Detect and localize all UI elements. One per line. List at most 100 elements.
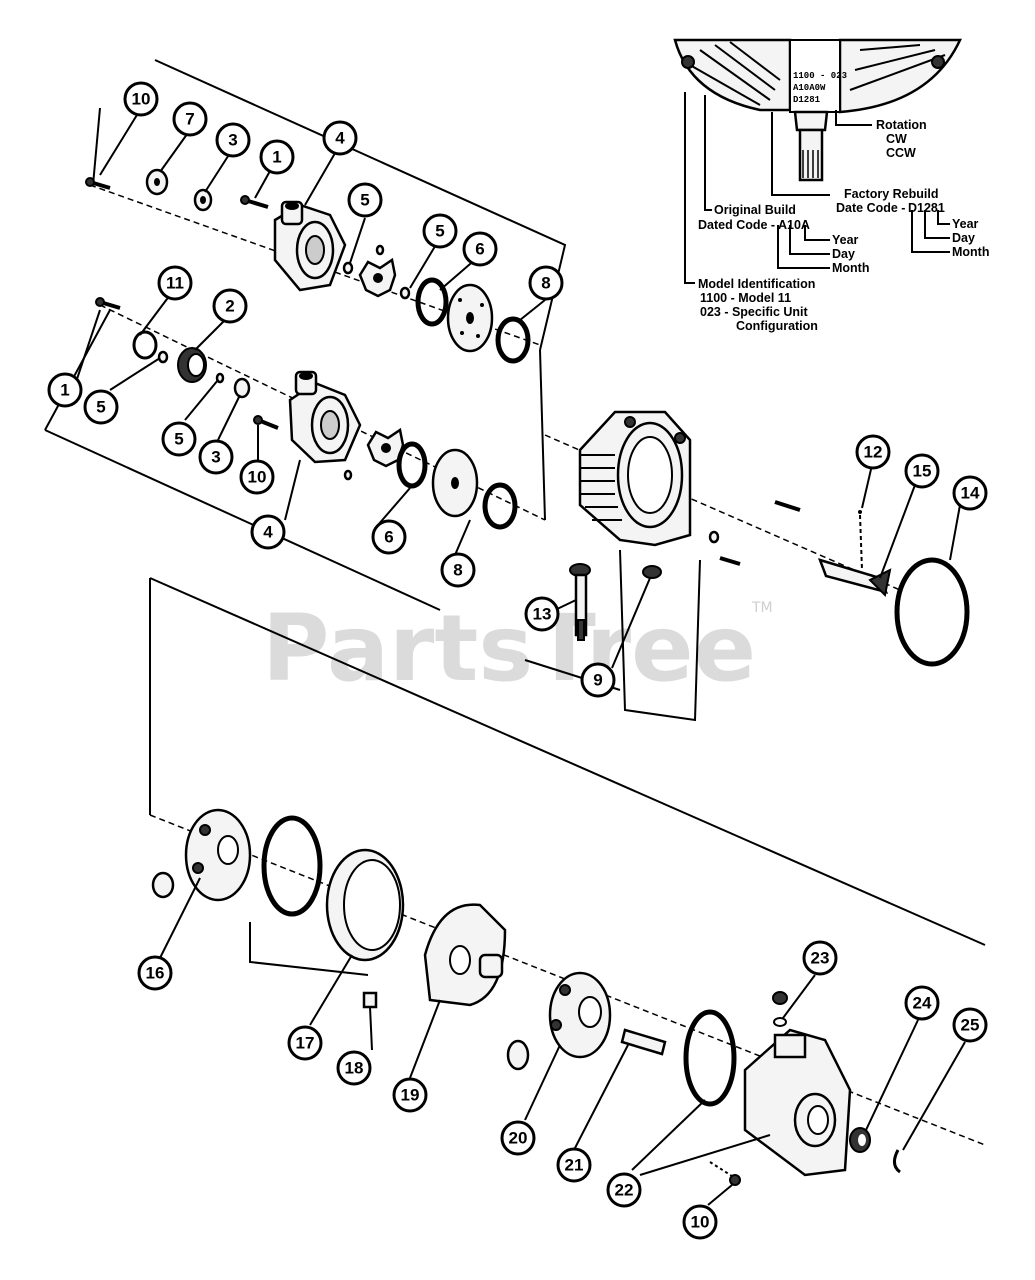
svg-text:1: 1: [60, 381, 69, 400]
model-id-line-3: Configuration: [736, 319, 818, 333]
callout-6-middle[interactable]: 6: [371, 519, 407, 555]
callout-9[interactable]: 9: [580, 662, 616, 698]
callout-10-upper[interactable]: 10: [123, 81, 159, 117]
callout-5-upper-b[interactable]: 5: [422, 213, 458, 249]
middle-bearing-2: [177, 347, 207, 383]
lower-assembly: [149, 577, 986, 1186]
plate-19: [423, 903, 507, 1007]
svg-text:7: 7: [185, 110, 194, 129]
callout-3-upper[interactable]: 3: [215, 122, 251, 158]
middle-bearing-3: [233, 377, 251, 399]
seal-24: [849, 1127, 871, 1153]
svg-text:19: 19: [401, 1086, 420, 1105]
middle-pump-assembly: [44, 297, 546, 611]
middle-screw-10: [253, 415, 279, 430]
callout-8-middle[interactable]: 8: [440, 552, 476, 588]
callout-10-middle[interactable]: 10: [239, 459, 275, 495]
lower-screw-10: [709, 1161, 741, 1186]
callout-14[interactable]: 14: [952, 475, 988, 511]
svg-text:4: 4: [263, 523, 273, 542]
svg-text:10: 10: [248, 468, 267, 487]
rotation-ccw: CCW: [886, 146, 916, 160]
end-cover-22: [743, 1028, 852, 1177]
callout-23[interactable]: 23: [802, 940, 838, 976]
callout-22[interactable]: 22: [606, 1172, 642, 1208]
callout-1-upper[interactable]: 1: [259, 139, 295, 175]
callout-5-upper-a[interactable]: 5: [347, 182, 383, 218]
callout-19[interactable]: 19: [392, 1077, 428, 1113]
seal-9: [642, 565, 662, 579]
watermark: PartsTree: [262, 595, 756, 702]
svg-text:5: 5: [96, 398, 105, 417]
svg-text:9: 9: [593, 671, 602, 690]
callout-16[interactable]: 16: [137, 955, 173, 991]
svg-text:10: 10: [132, 90, 151, 109]
middle-oring-8: [482, 482, 518, 530]
shaft-21: [620, 1028, 667, 1056]
callout-4-middle[interactable]: 4: [250, 514, 286, 550]
callout-1-middle[interactable]: 1: [47, 372, 83, 408]
output-shaft: [798, 128, 824, 182]
original-build-day: Day: [832, 247, 855, 261]
middle-oring-5b: [215, 372, 225, 384]
callout-21[interactable]: 21: [556, 1147, 592, 1183]
callout-12[interactable]: 12: [855, 434, 891, 470]
svg-text:5: 5: [174, 430, 183, 449]
model-id-line-1: 1100 - Model 11: [700, 291, 791, 305]
callout-3-middle[interactable]: 3: [198, 439, 234, 475]
callout-13[interactable]: 13: [524, 596, 560, 632]
shaft-splines: [802, 150, 819, 178]
rotation-title: Rotation: [876, 118, 927, 132]
factory-rebuild-code-prefix: Date Code -: [836, 201, 905, 215]
model-id-title: Model Identification: [698, 277, 815, 291]
center-housing: [544, 410, 901, 591]
callout-11[interactable]: 11: [157, 265, 193, 301]
middle-snap-ring-11: [132, 330, 158, 360]
upper-oring-8: [495, 316, 531, 364]
upper-plate-6: [446, 283, 494, 353]
callouts: 10 7 3 1 4 5 5 6 8 11 2 1 5 5 3 10 4 6 8…: [47, 81, 988, 1240]
callout-5-middle-a[interactable]: 5: [83, 389, 119, 425]
upper-pump-head-4: [273, 200, 347, 292]
plug-23: [772, 991, 788, 1005]
center-dowel-pin: [774, 500, 801, 512]
snap-ring-25: [893, 1149, 901, 1174]
svg-text:15: 15: [913, 462, 932, 481]
callout-8-upper[interactable]: 8: [528, 265, 564, 301]
upper-screw-1: [240, 195, 269, 209]
svg-text:6: 6: [475, 240, 484, 259]
middle-plate-6: [431, 448, 479, 518]
callout-7[interactable]: 7: [172, 101, 208, 137]
upper-oring-5a: [342, 261, 354, 275]
middle-pin: [343, 469, 353, 481]
callout-20[interactable]: 20: [500, 1120, 536, 1156]
callout-2[interactable]: 2: [212, 288, 248, 324]
svg-text:23: 23: [811, 949, 830, 968]
callout-25[interactable]: 25: [952, 1007, 988, 1043]
key-18: [362, 991, 378, 1009]
callout-24[interactable]: 24: [904, 985, 940, 1021]
factory-rebuild-title: Factory Rebuild: [844, 187, 938, 201]
callout-10-lower[interactable]: 10: [682, 1204, 718, 1240]
ball-20: [506, 1039, 530, 1071]
svg-text:2: 2: [225, 297, 234, 316]
annotation-factory-rebuild: Factory Rebuild Date Code - D1281 Year D…: [836, 187, 989, 259]
upper-oring-5b: [399, 286, 411, 300]
callout-15[interactable]: 15: [904, 453, 940, 489]
center-housing-fins: [580, 454, 622, 521]
factory-rebuild-year: Year: [952, 217, 979, 231]
callout-18[interactable]: 18: [336, 1050, 372, 1086]
callout-17[interactable]: 17: [287, 1025, 323, 1061]
housing-label-detail: 1100 - 023 A10A0W D1281: [673, 38, 962, 182]
callout-4-upper[interactable]: 4: [322, 120, 358, 156]
svg-text:20: 20: [509, 1129, 528, 1148]
callout-6-upper[interactable]: 6: [462, 231, 498, 267]
shaft-13: [569, 563, 591, 641]
svg-text:10: 10: [691, 1213, 710, 1232]
factory-rebuild-code: D1281: [908, 201, 945, 215]
middle-bolt-1: [95, 297, 121, 310]
original-build-code: A10A: [778, 218, 810, 232]
callout-5-middle-b[interactable]: 5: [161, 421, 197, 457]
housing-fin-lines: [689, 41, 946, 106]
